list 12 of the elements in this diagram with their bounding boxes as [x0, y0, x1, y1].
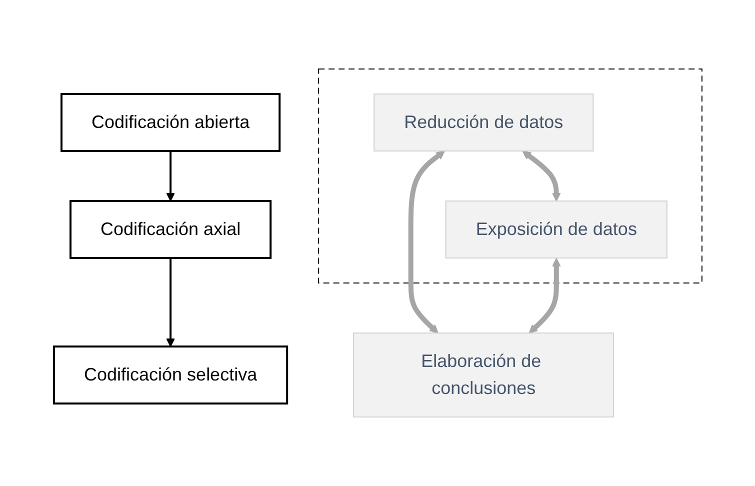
arrow	[522, 150, 560, 202]
cluster	[318, 68, 702, 284]
node-box: Codificación abierta	[60, 93, 280, 152]
arrow	[166, 258, 174, 347]
arrow	[166, 151, 174, 202]
node-box: Codificación selectiva	[52, 346, 288, 404]
arrow	[528, 258, 560, 334]
node-box: Elaboración de conclusiones	[352, 332, 614, 418]
node-box: Codificación axial	[69, 200, 272, 259]
node-box: Exposición de datos	[444, 200, 667, 258]
node-box: Reducción de datos	[373, 94, 594, 152]
arrow	[408, 150, 444, 334]
